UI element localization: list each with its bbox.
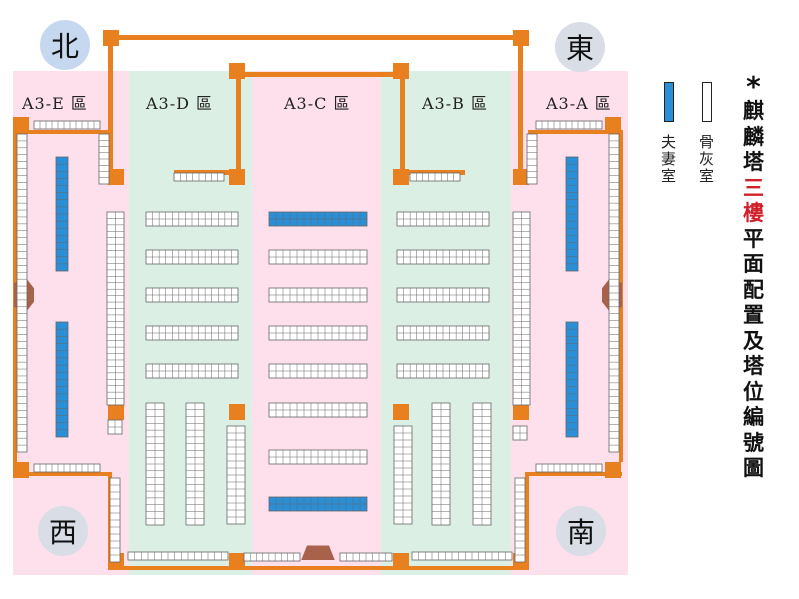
page-title: * 麒 麟 塔 三 樓 平 面 配 置 及 塔 位 編 號 圖 (743, 70, 764, 482)
title-char: 配 (743, 277, 764, 302)
niche-block-b-col (431, 402, 451, 526)
niche-block-c-bottom (339, 552, 393, 562)
niche-block-a-col-left-top (526, 133, 538, 185)
south-entrance (301, 545, 335, 560)
niche-block-e-bottom-col (109, 477, 121, 563)
niche-block-d-row (145, 249, 239, 265)
niche-block-d-col (185, 402, 205, 526)
compass-south: 南 (556, 506, 606, 556)
compass-west: 西 (38, 506, 88, 556)
title-char: 麒 (743, 99, 764, 123)
niche-block-e-couple-bottom (55, 321, 69, 438)
niche-block-d-row (145, 363, 239, 379)
zone-label-a3-e: A3-E 區 (22, 94, 88, 113)
niche-block-e-col-right-top (98, 133, 110, 185)
title-char: 圖 (743, 456, 764, 480)
niche-block-d-row (145, 325, 239, 341)
niche-block-c-couple-row (268, 496, 368, 512)
title-char: 置 (743, 303, 764, 327)
niche-block-b-row (396, 325, 490, 341)
niche-block-b-bottom (411, 551, 513, 561)
niche-block-d-bottom (127, 551, 229, 561)
niche-block-d-top (173, 172, 225, 182)
niche-block-c-bottom (243, 552, 301, 562)
niche-block-e-small (107, 419, 123, 435)
niche-block-c-row (268, 325, 368, 341)
niche-block-d-row (145, 211, 239, 227)
zone-label-a3-c: A3-C 區 (284, 94, 351, 113)
title-char: 位 (743, 379, 764, 404)
niche-block-c-row (268, 249, 368, 265)
title-asterisk: * (746, 70, 761, 103)
niche-block-c-row (268, 402, 368, 418)
title-char: 面 (743, 252, 764, 276)
compass-east: 東 (555, 22, 605, 72)
niche-block-e-couple-top (55, 156, 69, 272)
niche-block-d-col (226, 425, 246, 525)
niche-block-a-bottom (535, 463, 603, 473)
niche-block-a-couple-top (565, 156, 579, 272)
compass-north: 北 (40, 20, 90, 70)
title-char-highlight: 樓 (743, 201, 764, 225)
niche-block-b-row (396, 287, 490, 303)
title-char: 平 (743, 226, 764, 251)
niche-block-e-inner-col (106, 211, 125, 406)
niche-block-b-top (409, 172, 461, 182)
niche-block-a-bottom-col (514, 477, 526, 563)
niche-block-d-col (145, 402, 165, 526)
zone-a3-c-bg (252, 71, 381, 575)
niche-block-c-row (268, 449, 368, 465)
title-char: 麟 (743, 124, 764, 149)
title-char: 編 (743, 405, 764, 429)
niche-block-e-outer-col (16, 133, 28, 453)
niche-block-d-row (145, 287, 239, 303)
zone-label-a3-d: A3-D 區 (146, 94, 214, 113)
legend-ash-label: 骨灰室 (697, 134, 715, 185)
niche-block-a-top (535, 120, 603, 130)
niche-block-c-couple-row (268, 211, 368, 227)
niche-block-b-col (393, 425, 413, 525)
zone-label-a3-b: A3-B 區 (422, 94, 488, 113)
niche-block-e-top (33, 120, 101, 130)
niche-block-b-row (396, 249, 490, 265)
niche-block-b-row (396, 211, 490, 227)
niche-block-a-small (512, 425, 528, 441)
niche-block-a-inner-col (512, 211, 531, 406)
title-char-highlight: 三 (743, 175, 764, 200)
niche-block-b-row (396, 363, 490, 379)
title-char: 塔 (743, 354, 764, 378)
niche-block-c-row (268, 287, 368, 303)
legend-couple-label: 夫妻室 (659, 134, 677, 185)
niche-block-e-bottom (33, 463, 101, 473)
title-char: 塔 (743, 150, 764, 174)
title-char: 號 (743, 430, 764, 455)
legend-ash-swatch (702, 82, 712, 122)
zone-label-a3-a: A3-A 區 (546, 94, 612, 113)
niche-block-a-couple-bottom (565, 321, 579, 438)
legend-couple-swatch (664, 82, 674, 122)
niche-block-b-col (472, 402, 492, 526)
niche-block-a-outer-col (608, 133, 620, 453)
niche-block-c-row (268, 363, 368, 379)
title-char: 及 (743, 328, 764, 353)
